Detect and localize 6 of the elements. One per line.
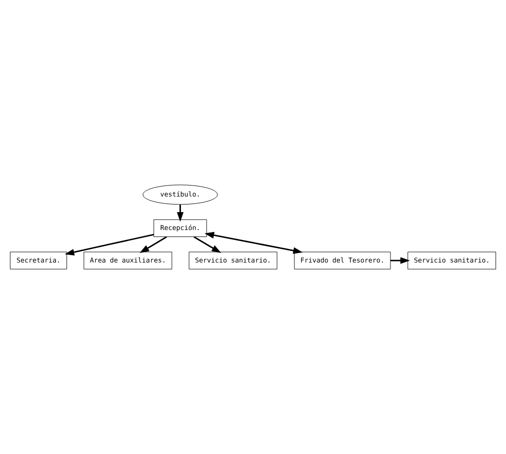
arrow (140, 236, 167, 254)
arrow (390, 257, 410, 264)
arrow (176, 204, 184, 222)
arrow (64, 234, 154, 256)
arrow (204, 232, 303, 254)
arrow (194, 236, 222, 254)
